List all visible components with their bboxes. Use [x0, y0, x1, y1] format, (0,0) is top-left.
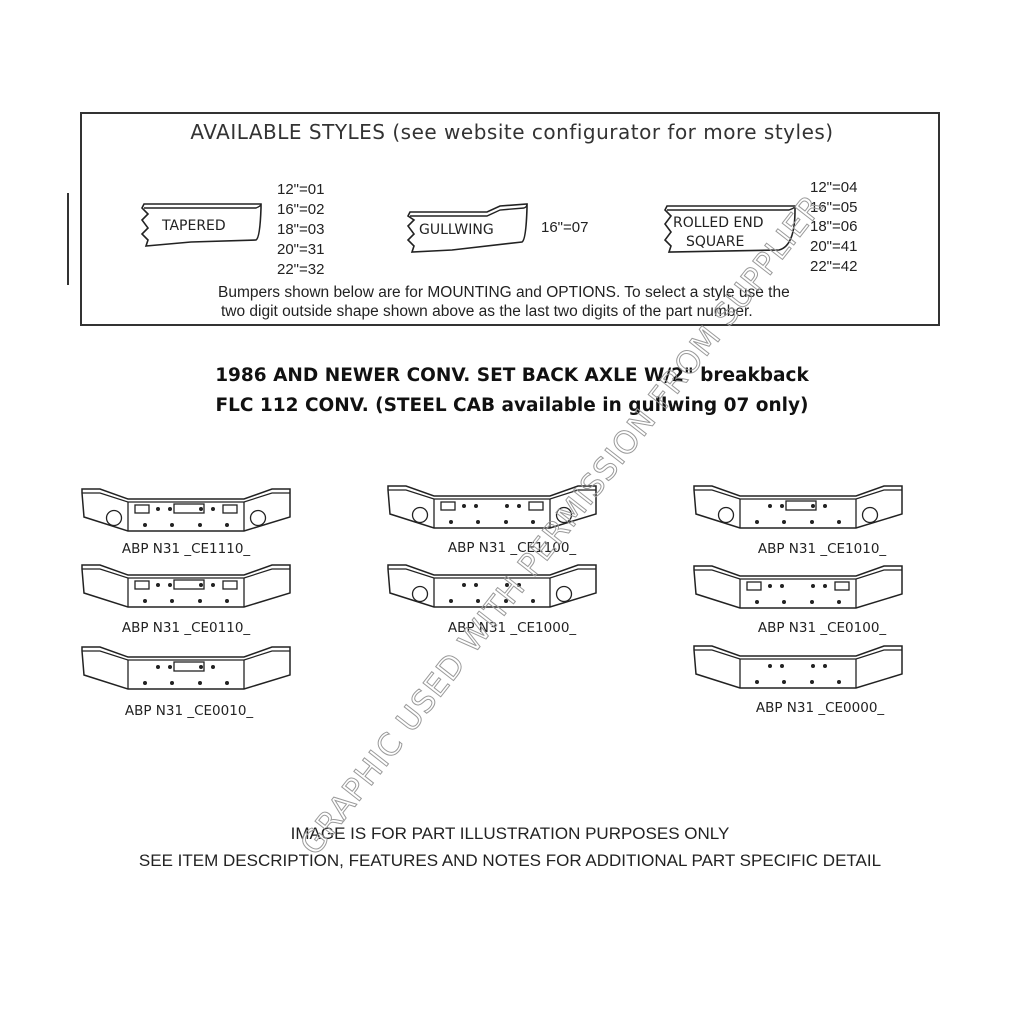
part-number-label: ABP N31 _CE1100_ [447, 540, 577, 556]
disclaimer-line1: IMAGE IS FOR PART ILLUSTRATION PURPOSES … [290, 824, 730, 843]
size-code: 22"=32 [277, 261, 325, 278]
bumper-diagram-ce1100 [387, 485, 597, 529]
tapered-label: TAPERED [162, 218, 226, 234]
bumper-diagram-ce0000 [693, 645, 903, 689]
size-code: 18"=06 [810, 218, 858, 235]
rolled-end-sizes: 12"=04 16"=05 18"=06 20"=41 22"=42 [810, 178, 857, 277]
rolled-end-label-line1: ROLLED END [673, 215, 764, 231]
size-code: 16"=05 [810, 199, 858, 216]
tapered-shape-icon [140, 203, 262, 247]
gullwing-label: GULLWING [419, 222, 494, 238]
bumper-diagram-ce0100 [693, 565, 903, 609]
part-number-label: ABP N31 _CE0100_ [757, 620, 887, 636]
size-code: 16"=07 [541, 219, 589, 236]
bumper-diagram-ce0110 [81, 564, 291, 608]
application-heading-line1: 1986 AND NEWER CONV. SET BACK AXLE W/2" … [215, 365, 809, 386]
part-number-label: ABP N31 _CE0000_ [755, 700, 885, 716]
available-styles-panel: AVAILABLE STYLES (see website configurat… [80, 112, 940, 326]
bumper-diagram-ce1000 [387, 564, 597, 608]
size-code: 20"=41 [810, 238, 858, 255]
size-code: 18"=03 [277, 221, 325, 238]
size-code: 12"=04 [810, 179, 858, 196]
part-number-label: ABP N31 _CE0010_ [124, 703, 254, 719]
rolled-end-label-line2: SQUARE [686, 234, 745, 250]
styles-note-line2: two digit outside shape shown above as t… [221, 303, 753, 320]
rolled-end-square-shape-icon [663, 205, 796, 253]
size-code: 20"=31 [277, 241, 325, 258]
gullwing-shape-icon [406, 203, 528, 253]
part-number-label: ABP N31 _CE0110_ [121, 620, 251, 636]
disclaimer-line2: SEE ITEM DESCRIPTION, FEATURES AND NOTES… [138, 851, 882, 870]
part-number-label: ABP N31 _CE1000_ [447, 620, 577, 636]
edge-line [67, 193, 69, 285]
bumper-diagram-ce1010 [693, 485, 903, 529]
size-code: 16"=02 [277, 201, 325, 218]
part-number-label: ABP N31 _CE1010_ [757, 541, 887, 557]
part-number-label: ABP N31 _CE1110_ [121, 541, 251, 557]
tapered-sizes: 12"=01 16"=02 18"=03 20"=31 22"=32 [277, 180, 324, 280]
bumper-diagram-ce1110 [81, 488, 291, 532]
styles-note-line1: Bumpers shown below are for MOUNTING and… [218, 284, 790, 301]
styles-title: AVAILABLE STYLES (see website configurat… [190, 120, 834, 144]
size-code: 12"=01 [277, 181, 325, 198]
bumper-diagram-ce0010 [81, 646, 291, 690]
application-heading-line2: FLC 112 CONV. (STEEL CAB available in gu… [215, 395, 809, 416]
gullwing-sizes: 16"=07 [541, 218, 588, 238]
size-code: 22"=42 [810, 258, 858, 275]
